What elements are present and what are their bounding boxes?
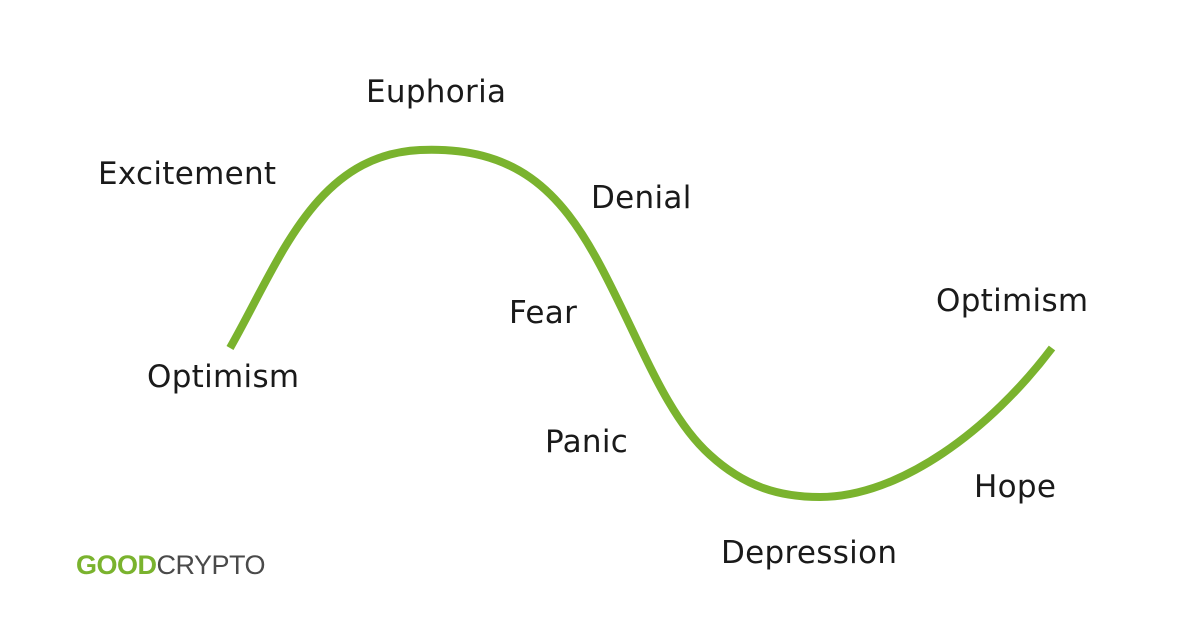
logo-good-text: GOOD [76,550,157,580]
label-depression: Depression [721,535,898,571]
label-optimism-end: Optimism [936,283,1089,319]
label-denial: Denial [591,180,692,216]
label-excitement: Excitement [98,156,277,192]
label-panic: Panic [545,424,629,460]
goodcrypto-logo: GOODCRYPTO [76,550,266,580]
logo-crypto-text: CRYPTO [156,550,266,580]
label-hope: Hope [974,469,1057,505]
label-fear: Fear [509,295,578,331]
market-cycle-curve [226,145,1056,502]
label-optimism-start: Optimism [147,359,300,395]
label-euphoria: Euphoria [366,74,507,110]
